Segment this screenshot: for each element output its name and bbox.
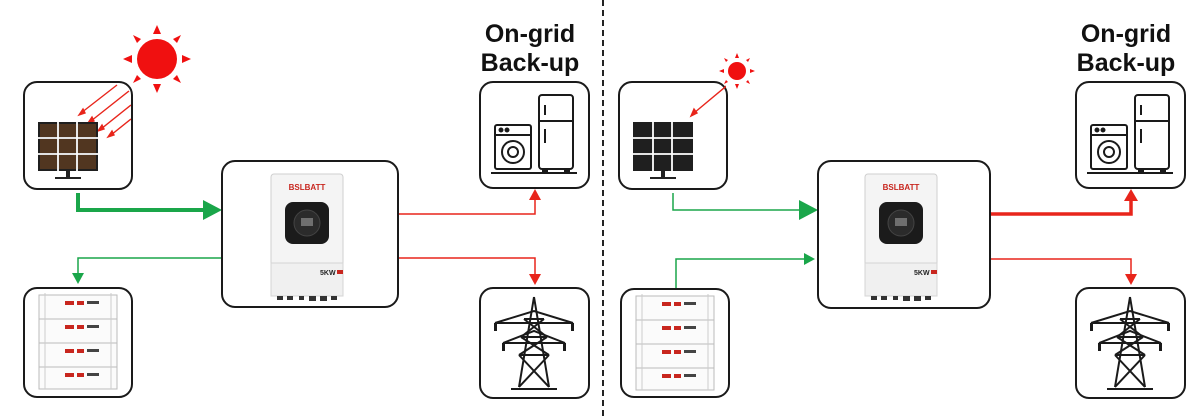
inverter-icon: BSLBATT 5KW [270, 173, 344, 301]
solar-panel-icon [38, 84, 131, 179]
appliances-icon [1087, 94, 1173, 174]
flow-inverter-to-battery-left [77, 257, 222, 275]
load-box-right [1075, 81, 1186, 189]
inverter-model-left: 5KW [320, 270, 336, 277]
arrowhead-solar-left [203, 200, 222, 220]
arrowhead-solar-right [799, 200, 818, 220]
solar-panel-box-left [23, 81, 133, 190]
sun-icon [123, 25, 191, 93]
washing-machine-icon [1090, 124, 1128, 170]
arrowhead-load-left [529, 189, 541, 200]
flow-inverter-to-load-left [398, 198, 536, 215]
title-line2-left: Back-up [480, 49, 580, 77]
arrowhead-battery-right [804, 253, 815, 265]
washing-machine-icon [494, 124, 532, 170]
arrowhead-grid-left [529, 274, 541, 285]
panel-divider [602, 0, 604, 416]
arrowhead-grid-right [1125, 274, 1137, 285]
power-tower-icon [494, 296, 574, 390]
inverter-icon: BSLBATT 5KW [864, 173, 938, 301]
flow-solar-to-inverter-right [672, 193, 800, 211]
solar-panel-icon [633, 85, 726, 179]
flow-inverter-to-grid-right [990, 258, 1132, 276]
grid-box-left [479, 287, 590, 399]
refrigerator-icon [538, 94, 574, 174]
inverter-box-left: BSLBATT 5KW [221, 160, 399, 308]
battery-box-right [620, 288, 730, 398]
inverter-brand-right: BSLBATT [883, 183, 920, 192]
grid-box-right [1075, 287, 1186, 399]
arrowhead-load-right [1124, 189, 1138, 201]
flow-solar-to-inverter-left [76, 193, 205, 212]
mode-title-left: On-grid Back-up [470, 20, 590, 78]
battery-stack-icon [38, 293, 118, 390]
solar-panel-box-right [618, 81, 728, 190]
power-tower-icon [1090, 296, 1170, 390]
load-box-left [479, 81, 590, 189]
battery-box-left [23, 287, 133, 398]
title-line1-left: On-grid [484, 20, 576, 48]
title-line1-right: On-grid [1080, 20, 1172, 48]
title-line2-right: Back-up [1076, 49, 1176, 77]
battery-stack-icon [635, 294, 715, 391]
appliances-icon [491, 94, 577, 174]
inverter-model-right: 5KW [914, 270, 930, 277]
flow-inverter-to-load-right [990, 200, 1133, 216]
flow-inverter-to-grid-left [398, 257, 536, 276]
mode-title-right: On-grid Back-up [1066, 20, 1186, 78]
inverter-brand-left: BSLBATT [289, 183, 326, 192]
flow-battery-to-inverter-right [675, 258, 806, 290]
arrowhead-battery-left [72, 273, 84, 284]
refrigerator-icon [1134, 94, 1170, 174]
inverter-box-right: BSLBATT 5KW [817, 160, 991, 309]
sun-icon [719, 53, 755, 89]
